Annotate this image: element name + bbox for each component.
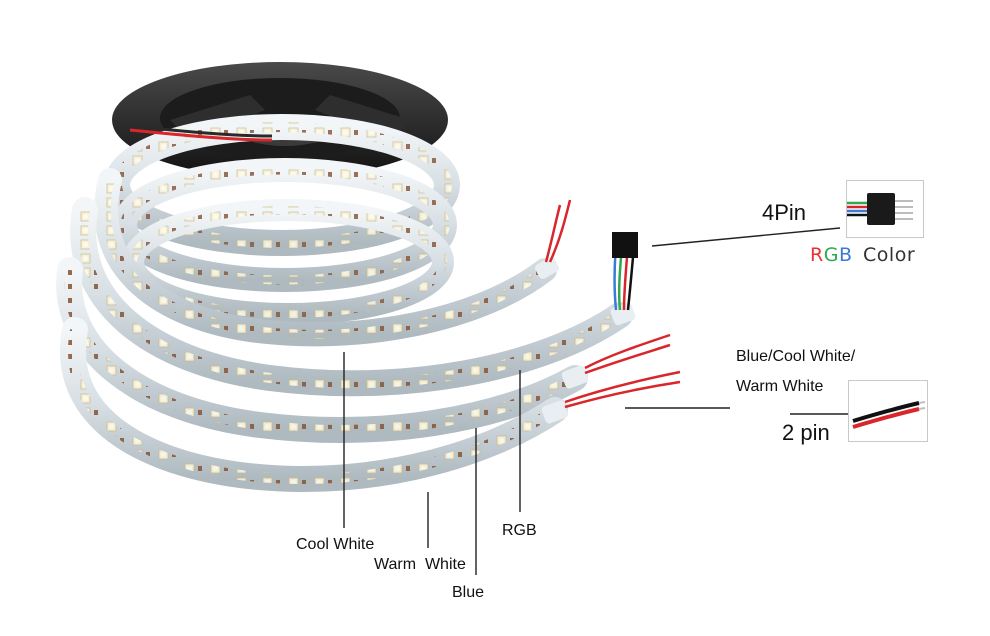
rgb-color-word: Color	[863, 244, 916, 266]
two-pin-wire-icon	[852, 401, 926, 429]
blue-cool-white-label-line2: Warm White	[736, 378, 824, 395]
cool-white-label: Cool White	[296, 536, 375, 553]
two-pin-wire-thumbnail	[848, 380, 928, 442]
rgb-b-letter: B	[838, 244, 853, 266]
strip-end-wires	[534, 199, 681, 424]
rgb-g-letter: G	[823, 244, 839, 266]
four-pin-label: 4Pin	[762, 200, 807, 225]
blue-label: Blue	[452, 584, 485, 601]
rgb-color-caption: RGB Color	[810, 244, 915, 266]
four-pin-connector-thumbnail	[846, 180, 924, 238]
warm-white-label: Warm White	[374, 556, 466, 573]
four-pin-connector-icon	[847, 193, 913, 225]
rgb-label: RGB	[502, 522, 537, 539]
blue-cool-white-label-line1: Blue/Cool White/	[736, 348, 856, 365]
strip-loops	[56, 168, 633, 492]
rgb-r-letter: R	[810, 244, 824, 266]
two-pin-label: 2 pin	[782, 420, 830, 445]
